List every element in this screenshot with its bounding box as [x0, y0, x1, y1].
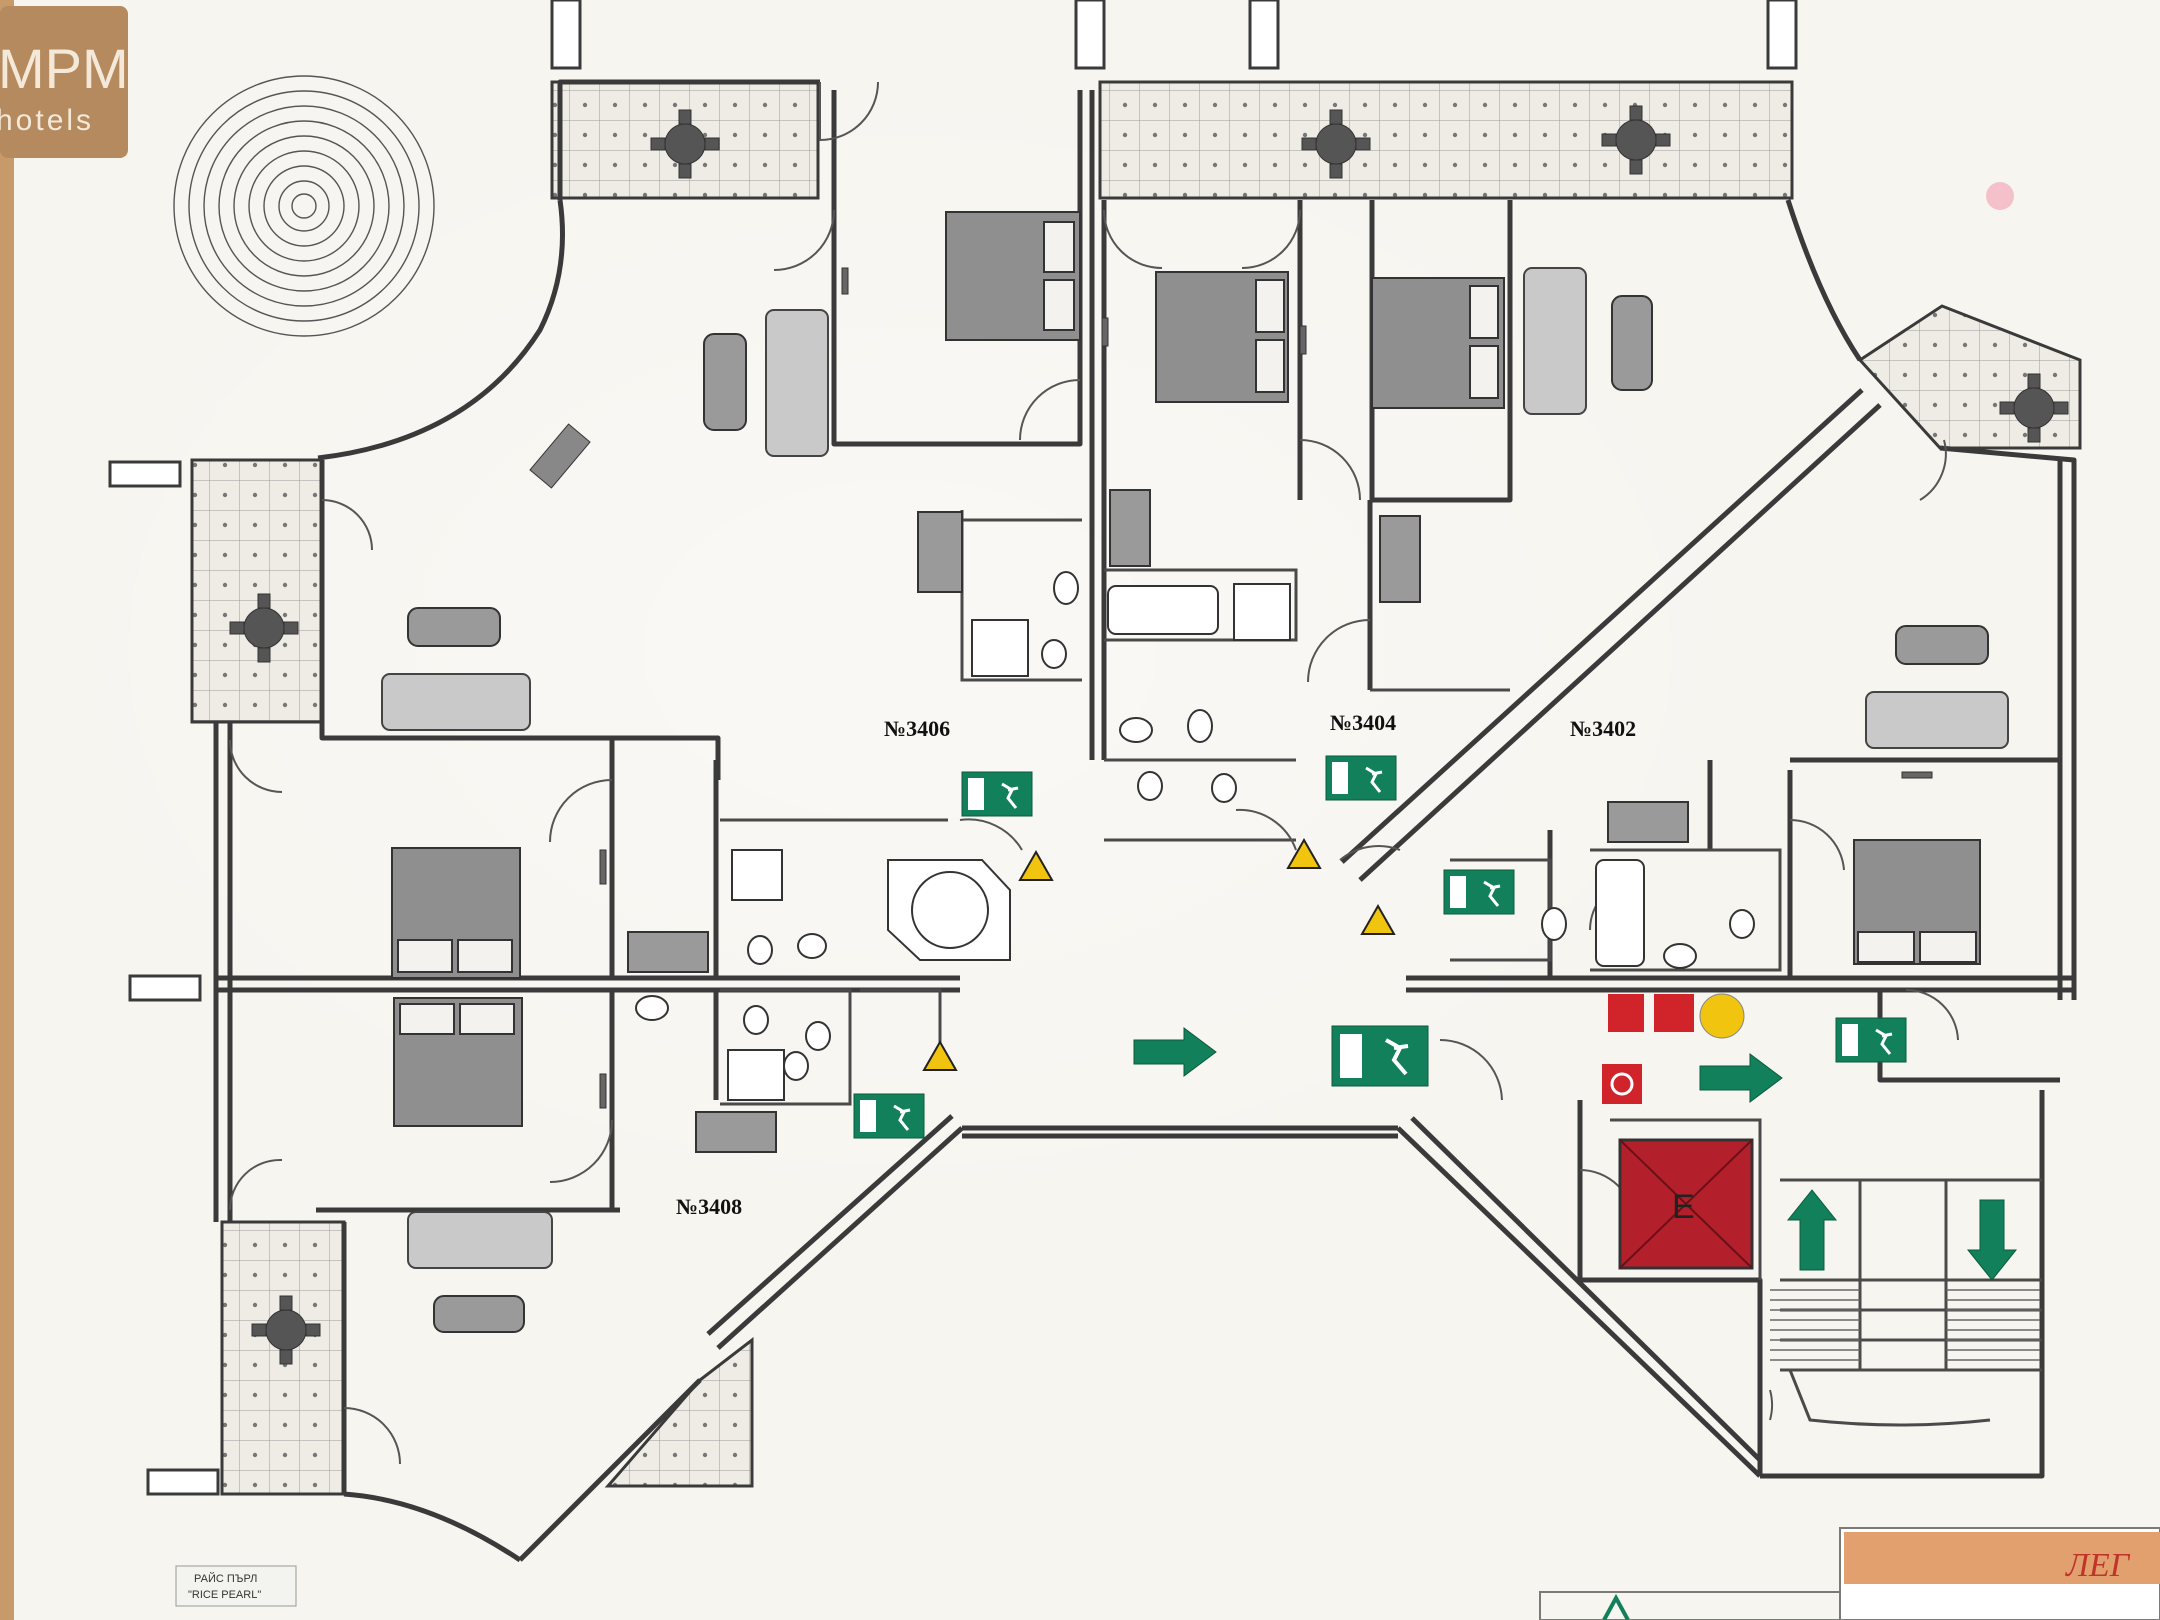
- bed-3402: [1853, 839, 1981, 965]
- coffee-tables: [407, 295, 1989, 1333]
- warning-triangle-icon: [1018, 849, 1054, 881]
- fire-hose-icon: [1654, 994, 1694, 1032]
- exit-signs: [853, 755, 1907, 1139]
- elevator-label: E: [1672, 1188, 1695, 1226]
- fire-extinguisher-icon: [1608, 994, 1644, 1032]
- room-3402-label: №3402: [1570, 716, 1636, 741]
- stairwell: [1770, 1289, 2040, 1361]
- door-swings: [229, 81, 1959, 1465]
- balconies: [190, 80, 2082, 1496]
- assembly-point-icon: [1699, 993, 1745, 1039]
- bed-left-lower: [393, 997, 523, 1127]
- arrow-up-icon: [1786, 1189, 1838, 1271]
- exit-sign-icon: [1443, 869, 1515, 915]
- legend-title: ЛЕГ: [2065, 1547, 2131, 1584]
- warning-triangle-icon: [1286, 837, 1322, 869]
- room-3408-label: №3408: [676, 1194, 742, 1219]
- cabinets: [627, 489, 1689, 1153]
- evacuation-arrows: [1133, 1027, 2018, 1281]
- bed-left-upper: [391, 847, 521, 979]
- bathroom-fixtures: [635, 571, 1755, 1101]
- exit-sign-icon: [853, 1093, 925, 1139]
- svg-text:"RICE PEARL": "RICE PEARL": [188, 1589, 261, 1601]
- room-3406-label: №3406: [884, 716, 950, 741]
- exterior-columns: [108, 0, 1798, 1496]
- building-tag: РАЙС ПЪРЛ "RICE PEARL": [175, 1565, 297, 1607]
- fire-alarm-icon: [1602, 1064, 1642, 1104]
- legend-panel: ЛЕГ: [1539, 1527, 2160, 1620]
- room-labels: №3406 №3404 №3402 №3408: [676, 710, 1636, 1219]
- beds: [391, 211, 1981, 1127]
- exit-sign-icon: [1835, 1017, 1907, 1063]
- exit-sign-icon: [1325, 755, 1397, 801]
- svg-text:РАЙС ПЪРЛ: РАЙС ПЪРЛ: [194, 1572, 257, 1585]
- electrical-warnings: [922, 837, 1396, 1071]
- warning-triangle-icon: [1360, 903, 1396, 935]
- elevator: E: [1618, 1138, 1754, 1270]
- room-3404-label: №3404: [1330, 710, 1396, 735]
- exit-sign-icon: [961, 771, 1033, 817]
- circular-rug: [173, 75, 435, 337]
- hotel-logo: MPM hotels: [0, 6, 129, 158]
- arrow-down-icon: [1966, 1199, 2018, 1281]
- balcony-tables: [229, 105, 2069, 1365]
- building-walls: [213, 79, 2077, 1563]
- sofas: [381, 267, 2009, 1269]
- arrow-right-icon: [1133, 1027, 1217, 1077]
- bed-3406: [945, 211, 1081, 341]
- arrow-right-icon: [1699, 1053, 1783, 1103]
- svg-text:hotels: hotels: [0, 104, 94, 137]
- wall-tvs: [529, 267, 1933, 1109]
- bed-3404-b: [1371, 277, 1505, 409]
- fire-equipment: [1602, 993, 1745, 1104]
- bed-3404-a: [1155, 271, 1289, 403]
- warning-triangle-icon: [922, 1039, 958, 1071]
- exit-sign-icon: [1331, 1025, 1429, 1087]
- svg-text:MPM: MPM: [0, 37, 129, 100]
